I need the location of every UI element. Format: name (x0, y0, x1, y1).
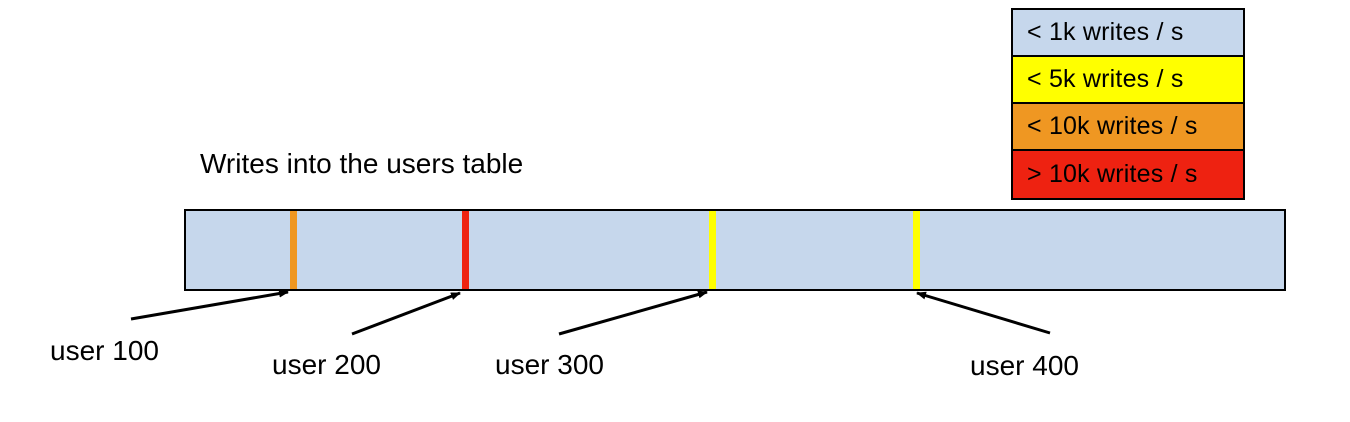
legend-label: < 5k writes / s (1027, 65, 1184, 93)
marker-user-100 (290, 211, 297, 289)
chart-title: Writes into the users table (200, 148, 524, 179)
marker-user-400 (913, 211, 920, 289)
legend-row-under-1k: < 1k writes / s (1013, 10, 1243, 57)
users-table-band (184, 209, 1286, 291)
write-rate-legend: < 1k writes / s < 5k writes / s < 10k wr… (1011, 8, 1245, 200)
marker-user-300 (709, 211, 716, 289)
arrow-user-300 (558, 290, 708, 336)
label-user-400: user 400 (970, 350, 1079, 381)
label-user-200: user 200 (272, 349, 381, 380)
legend-label: < 10k writes / s (1027, 112, 1198, 140)
label-user-300: user 300 (495, 349, 604, 380)
legend-row-over-10k: > 10k writes / s (1013, 151, 1243, 198)
legend-label: > 10k writes / s (1027, 160, 1198, 188)
arrow-user-100 (130, 289, 289, 321)
legend-label: < 1k writes / s (1027, 18, 1184, 46)
arrow-user-200 (351, 291, 461, 336)
marker-user-200 (462, 211, 469, 289)
label-user-100: user 100 (50, 335, 159, 366)
legend-row-under-5k: < 5k writes / s (1013, 57, 1243, 104)
arrow-user-400 (916, 291, 1051, 335)
legend-row-under-10k: < 10k writes / s (1013, 104, 1243, 151)
